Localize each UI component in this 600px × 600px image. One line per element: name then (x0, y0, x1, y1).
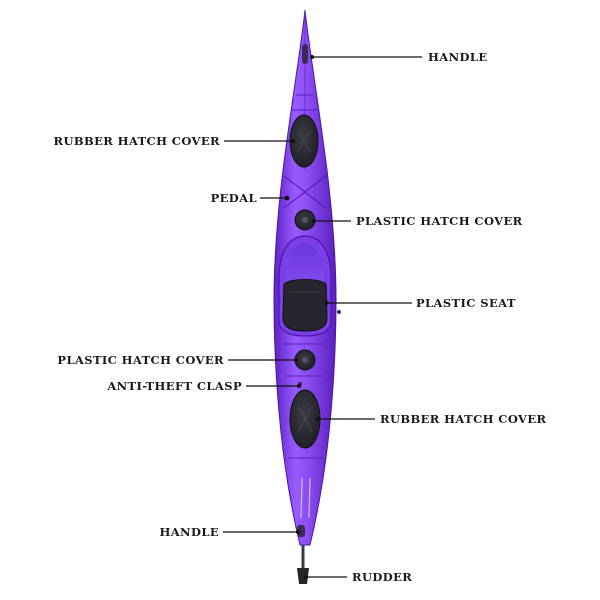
rudder-icon (297, 568, 309, 584)
label-anti-theft-clasp: ANTI-THEFT CLASP (106, 379, 242, 393)
rudder-cable-guide (300, 477, 311, 519)
callout-rudder: RUDDER (304, 570, 412, 584)
callout-handle-bow: HANDLE (310, 50, 488, 64)
rubber-hatch-rear-detail (297, 405, 313, 433)
label-plastic-hatch-front: PLASTIC HATCH COVER (356, 214, 523, 228)
bow-deck-lines (292, 94, 318, 111)
kayak-hull (273, 9, 341, 584)
label-pedal: PEDAL (211, 191, 257, 205)
callout-pedal: PEDAL (211, 191, 289, 205)
callout-plastic-hatch-front: PLASTIC HATCH COVER (312, 214, 523, 228)
label-plastic-seat: PLASTIC SEAT (416, 296, 516, 310)
side-fitting-icon (337, 310, 341, 314)
label-handle-stern: HANDLE (159, 525, 219, 539)
label-plastic-hatch-rear: PLASTIC HATCH COVER (57, 353, 224, 367)
plastic-seat-icon (282, 279, 328, 332)
cockpit-well (286, 244, 324, 282)
callout-plastic-hatch-rear: PLASTIC HATCH COVER (57, 353, 298, 367)
label-handle-bow: HANDLE (428, 50, 488, 64)
label-rudder: RUDDER (352, 570, 412, 584)
deck-bungee (283, 175, 327, 209)
callout-plastic-seat: PLASTIC SEAT (325, 296, 516, 310)
bow-handle-icon (302, 44, 308, 64)
callout-rubber-hatch-front: RUBBER HATCH COVER (53, 134, 295, 148)
plastic-hatch-rear-center (302, 357, 308, 363)
stern-handle-icon (297, 525, 305, 537)
callout-anti-theft-clasp: ANTI-THEFT CLASP (106, 379, 301, 393)
callout-rubber-hatch-rear: RUBBER HATCH COVER (316, 412, 547, 426)
plastic-hatch-front-center (302, 217, 308, 223)
callout-handle-stern: HANDLE (159, 525, 300, 539)
label-rubber-hatch-front: RUBBER HATCH COVER (53, 134, 220, 148)
label-rubber-hatch-rear: RUBBER HATCH COVER (380, 412, 547, 426)
rubber-hatch-front-detail (296, 129, 312, 153)
